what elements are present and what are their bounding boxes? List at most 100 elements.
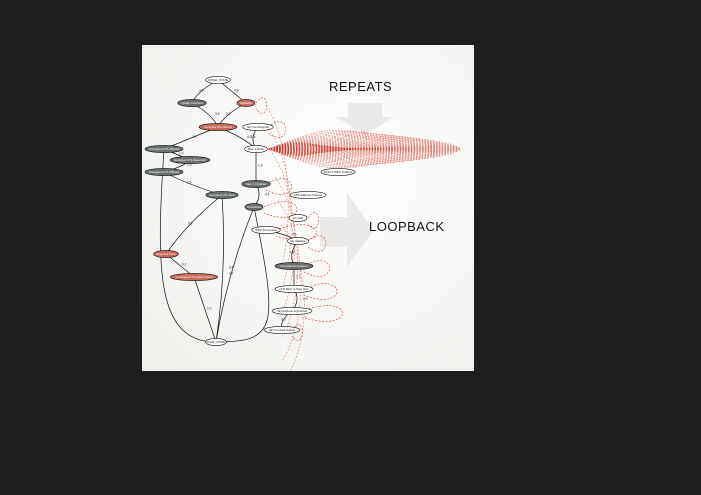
repeat-loop-edge (267, 148, 460, 151)
repeat-loop-edge (267, 142, 447, 152)
node-label: Compared UTL Offered (149, 147, 179, 151)
loopback-edge (307, 212, 319, 229)
node-quality-check: Quality Checked (177, 99, 207, 107)
node-info-address-entered: Info Address Entered (274, 262, 314, 270)
repeat-loop-edge (267, 148, 447, 156)
node-shape (244, 145, 268, 153)
node-label: INITIAL_STATE (208, 78, 228, 82)
node-shape (205, 191, 239, 199)
node-label: On Hold (293, 216, 304, 220)
node-shape (274, 285, 314, 293)
repeat-loop-edge (267, 148, 358, 168)
node-shape (244, 203, 264, 211)
edge-weight-label: 1.9 (258, 164, 263, 168)
repeat-loop-edge (267, 142, 447, 150)
repeat-loop-edge (267, 146, 442, 157)
repeats-arrow-icon (336, 103, 394, 135)
loopback-edge (274, 176, 298, 338)
node-label: Step 1 Order (248, 147, 265, 151)
loopback-edge (255, 97, 267, 114)
repeat-loop-edge (267, 148, 405, 162)
node-compared-utl-offered: Compared UTL Offered (144, 168, 184, 176)
node-completed-utl: Completed UTL Reformatted (169, 273, 219, 281)
node-label: CPS Address Ordered (294, 193, 323, 197)
repeat-loop-edge (267, 144, 413, 161)
node-label: ISN Address Accounted (277, 309, 308, 313)
node-unordered: Unordered (244, 203, 264, 211)
node-label: Rejected Once (156, 252, 176, 256)
node-label: Quality Checked (181, 101, 203, 105)
repeat-loop-edge (267, 148, 452, 155)
node-info-processing: INFO Processing (251, 226, 281, 234)
node-accepted-utl-sent: Accepted UTL Sent (205, 191, 239, 199)
node-shape (144, 168, 184, 176)
edge-weight-label: 4.8 (234, 89, 239, 93)
node-accepted-rec: Accepted UTL Recorded (169, 156, 211, 164)
edge-weight-label: 2.5 (187, 181, 192, 185)
node-shape (198, 123, 238, 131)
node-label: Compared UTL Offered (149, 170, 179, 174)
node-label: Accepted UTL offered (204, 125, 232, 129)
repeat-loop-edge (267, 148, 367, 167)
loopback-edge (303, 260, 330, 277)
node-label: Not Yet Assigned (247, 125, 269, 129)
repeat-loop-edge (267, 142, 367, 167)
edge-weight-label: 0.7 (193, 135, 198, 139)
edge-weight-label: 0.8 (188, 222, 193, 226)
node-shape (274, 262, 314, 270)
repeat-loop-edge (267, 145, 429, 159)
repeat-loop-edge (267, 145, 436, 158)
repeat-loop-edge (267, 142, 358, 168)
node-label: Available (240, 101, 252, 105)
flow-edge (215, 194, 224, 343)
node-compare-offer: Compared UTL Offered (144, 145, 184, 153)
node-available: Available (236, 99, 256, 107)
node-shape (205, 338, 227, 346)
repeat-loop-edge (267, 148, 413, 161)
repeat-loop-edge (267, 148, 455, 154)
repeat-loop-edge (267, 148, 421, 160)
node-shape (153, 250, 179, 258)
node-shape (271, 307, 313, 315)
edge-weight-label: 3.3 (215, 112, 220, 116)
loopback-edge (265, 178, 292, 195)
repeat-loop-edge (267, 148, 377, 166)
repeat-loop-edge (267, 148, 442, 157)
edge-weight-label: 2.1 (226, 112, 231, 116)
repeat-loop-edge (267, 134, 396, 150)
node-isn-address-accounted: ISN Address Accounted (271, 307, 313, 315)
flow-edge (215, 206, 255, 343)
repeat-loop-edge (267, 144, 421, 160)
node-shape (242, 123, 274, 131)
node-shape (236, 99, 256, 107)
edge-weight-label: 3.5 (199, 89, 204, 93)
flow-edge (165, 194, 223, 255)
repeat-loop-edge (267, 140, 436, 150)
node-rejected-once: Rejected Once (153, 250, 179, 258)
node-ic-address-ordered: CPS Address Ordered (289, 191, 327, 199)
node-label: Accepted UTL Sent (210, 193, 235, 197)
repeat-loop-edge (267, 148, 396, 164)
node-label: LTR Back to Step One (280, 287, 309, 291)
node-shape (205, 76, 231, 84)
node-step-1-finished: Step 1 Finished (241, 180, 271, 188)
node-shape (288, 214, 308, 222)
node-label: Re-Validate (291, 239, 306, 243)
node-shape (177, 99, 207, 107)
node-exact-info: EXACT INFO Ordered (320, 168, 356, 176)
node-accepted-offer: Accepted UTL offered (198, 123, 238, 131)
node-label: Accepted UTL Recorded (174, 158, 206, 162)
node-label: EXACT INFO Ordered (324, 170, 353, 174)
loopback-edge (291, 324, 303, 341)
repeat-loop-edge (267, 141, 442, 152)
node-label: ISN Contract Signed (269, 328, 296, 332)
loopback-edge (277, 200, 302, 362)
node-shape (144, 145, 184, 153)
repeat-loop-edge (267, 148, 436, 158)
node-final-state: FINAL_STATE (205, 338, 227, 346)
node-step-1-order: Step 1 Order (244, 145, 268, 153)
repeat-loop-edge (267, 144, 405, 162)
edge-weight-label: 1.3 (187, 163, 192, 167)
loopback-edge (267, 121, 287, 138)
